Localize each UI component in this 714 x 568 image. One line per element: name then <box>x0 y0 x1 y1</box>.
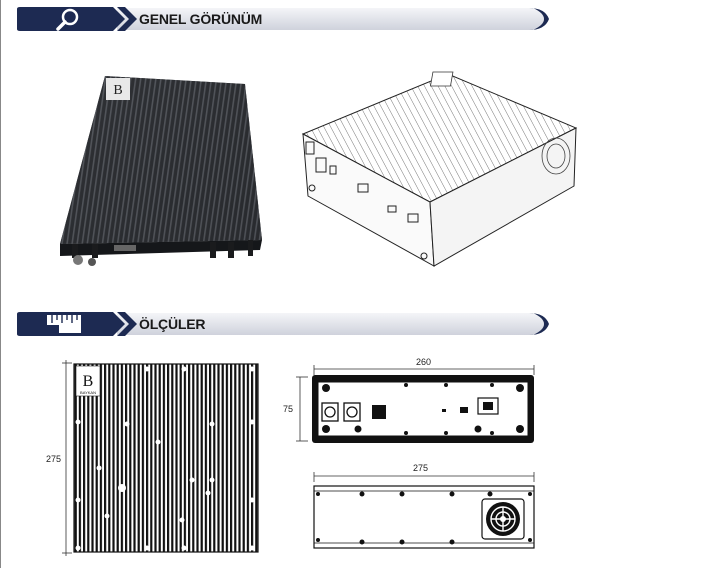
banner-shape <box>17 7 549 31</box>
overview-section-banner: GENEL GÖRÜNÜM <box>17 5 549 33</box>
svg-text:BAYKAN: BAYKAN <box>80 390 96 395</box>
device-photo: B <box>60 76 262 266</box>
ruler-icon <box>47 315 81 333</box>
front-width-dimension-label: 260 <box>416 357 432 367</box>
magnifier-icon <box>56 8 79 31</box>
svg-text:B: B <box>113 83 122 98</box>
svg-text:B: B <box>83 373 94 390</box>
device-line-drawing <box>301 71 578 267</box>
top-view-drawing: B BAYKAN <box>62 360 259 556</box>
page-left-rule <box>0 0 1 568</box>
banner-shape <box>17 312 549 336</box>
front-view-drawing <box>296 365 535 443</box>
side-view-drawing <box>313 472 535 549</box>
dimensions-section-banner: ÖLÇÜLER <box>17 310 549 338</box>
front-height-dimension-label: 75 <box>283 404 294 414</box>
height-dimension-label: 275 <box>46 454 62 464</box>
overview-section-title: GENEL GÖRÜNÜM <box>139 11 263 27</box>
side-width-dimension-label: 275 <box>413 463 429 473</box>
dimensions-section-title: ÖLÇÜLER <box>139 316 206 332</box>
